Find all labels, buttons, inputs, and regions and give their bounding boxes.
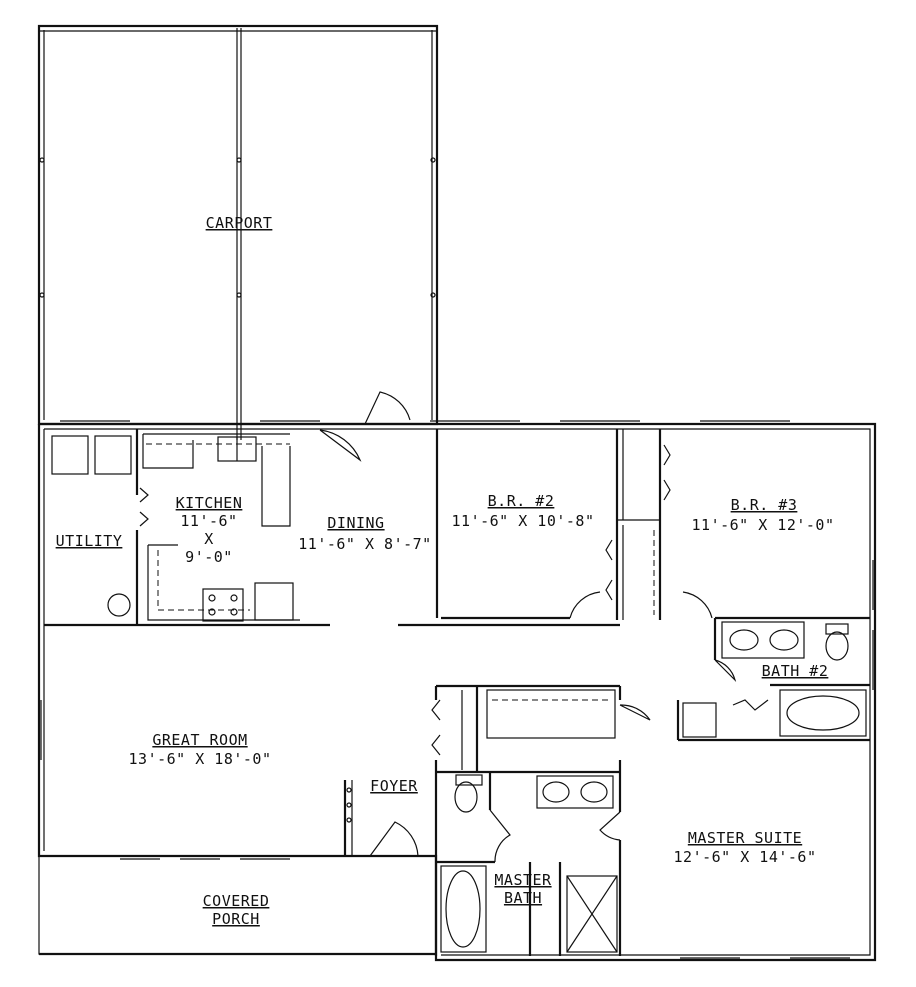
interior-walls [44, 429, 870, 956]
kitchen-counters [142, 433, 300, 622]
utility-label: UTILITY [56, 532, 123, 550]
carport-structure [37, 24, 439, 440]
bath2-label: BATH #2 [762, 662, 829, 680]
great-room-label: GREAT ROOM [152, 731, 247, 749]
master-bath-label-2: BATH [504, 889, 542, 907]
dining-label: DINING [327, 514, 384, 532]
windows [40, 420, 874, 959]
dining-dim: 11'-6" X 8'-7" [298, 535, 431, 553]
carport-label: CARPORT [206, 214, 273, 232]
kitchen-dim1: 11'-6" [180, 512, 237, 530]
kitchen-dim3: 9'-0" [185, 548, 233, 566]
master-suite-label: MASTER SUITE [688, 829, 802, 847]
doors [139, 391, 769, 863]
bath2-fixtures [721, 621, 867, 737]
master-bath-label-1: MASTER [494, 871, 552, 889]
foyer-label: FOYER [370, 777, 418, 795]
kitchen-dim2: X [204, 530, 214, 548]
master-suite-dim: 12'-6" X 14'-6" [674, 848, 817, 866]
master-bath-fixtures [440, 689, 618, 953]
kitchen-label: KITCHEN [176, 494, 243, 512]
utility-fixtures [51, 435, 132, 617]
br2-dim: 11'-6" X 10'-8" [452, 512, 595, 530]
covered-porch-label-2: PORCH [212, 910, 260, 928]
great-room-dim: 13'-6" X 18'-0" [129, 750, 272, 768]
br3-label: B.R. #3 [731, 496, 798, 514]
covered-porch-label-1: COVERED [203, 892, 270, 910]
foyer-closet [346, 787, 352, 823]
br3-dim: 11'-6" X 12'-0" [692, 516, 835, 534]
exterior-walls [37, 422, 877, 962]
br2-label: B.R. #2 [488, 492, 555, 510]
